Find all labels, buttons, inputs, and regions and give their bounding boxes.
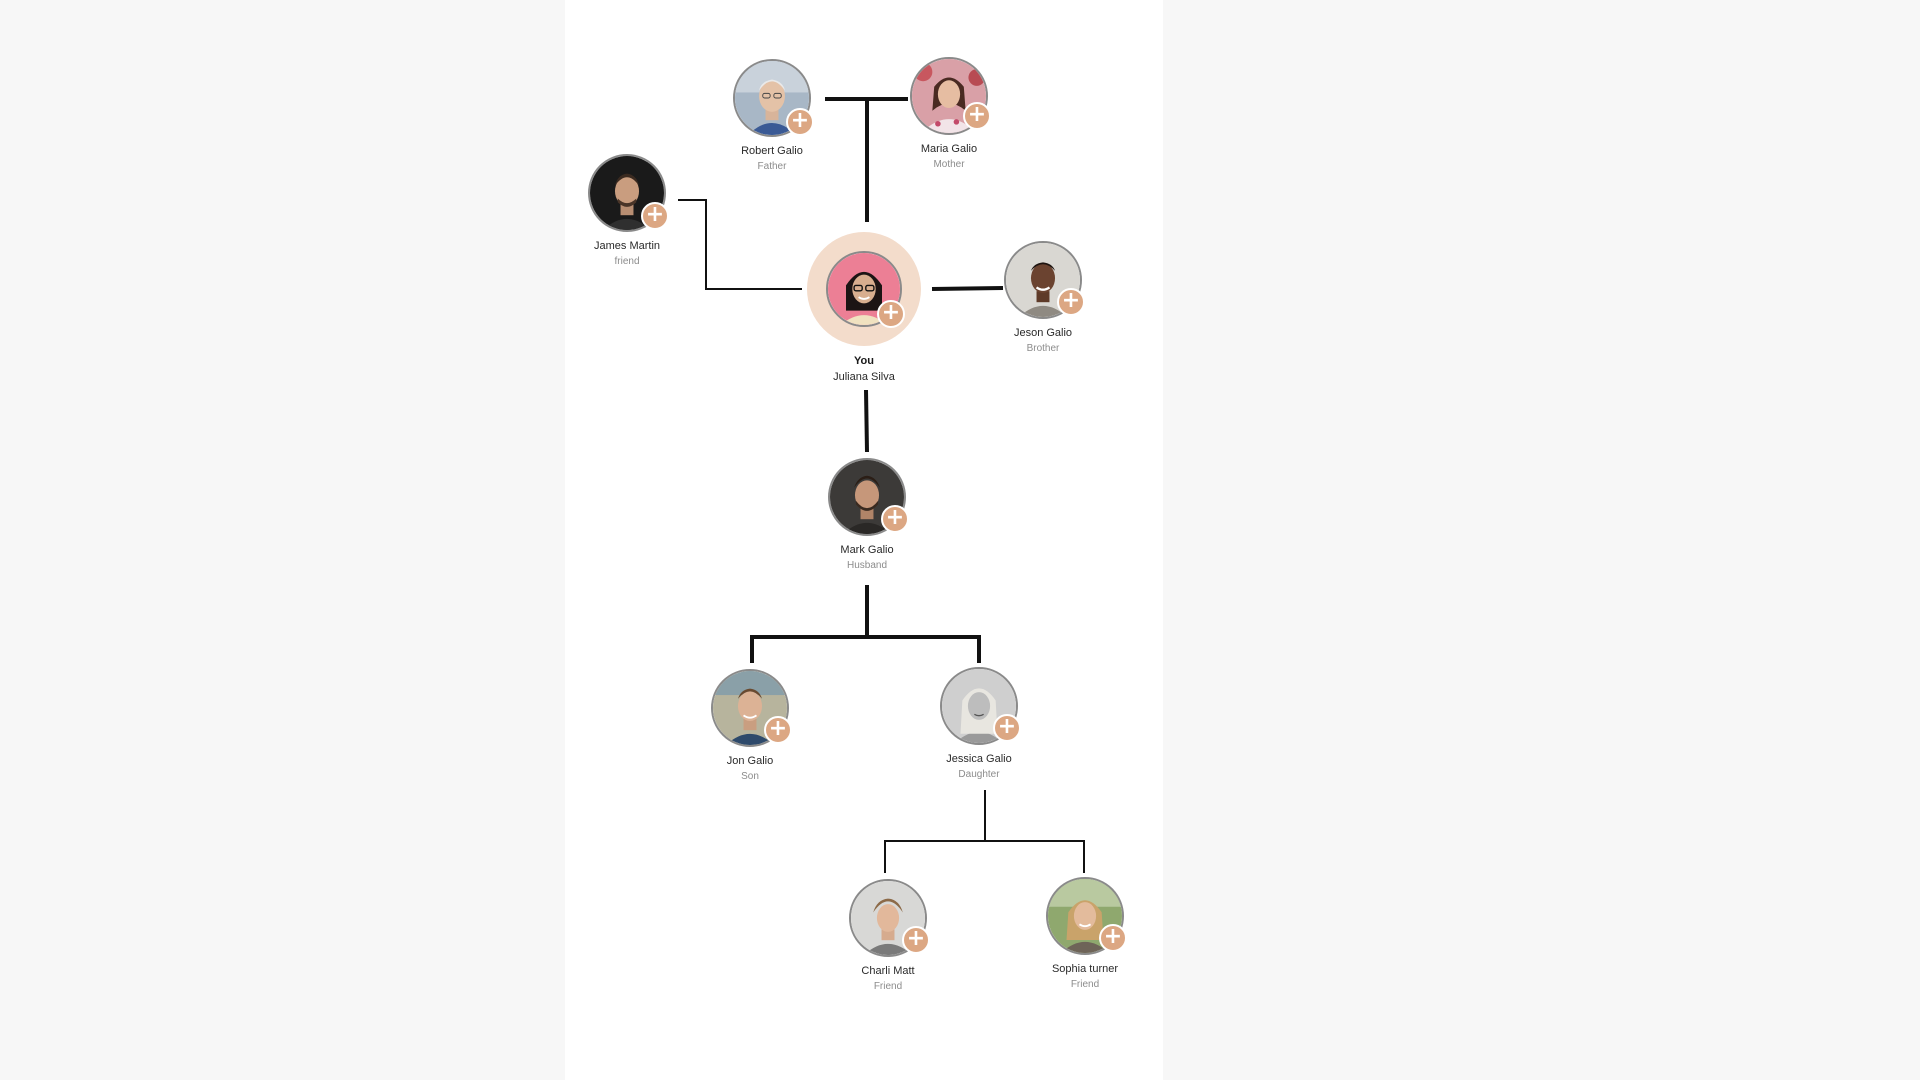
person-relation: Husband [846, 560, 888, 571]
plus-icon: + [881, 300, 901, 325]
add-relative-button[interactable]: + [1099, 924, 1127, 952]
add-relative-button[interactable]: + [881, 505, 909, 533]
add-relative-button[interactable]: + [902, 926, 930, 954]
person-relation: Brother [1026, 343, 1060, 354]
person-card-mark[interactable]: + Mark Galio Husband [777, 457, 957, 572]
add-relative-button[interactable]: + [877, 300, 905, 328]
person-card-robert[interactable]: + Robert Galio Father [682, 58, 862, 173]
person-name: Jessica Galio [946, 753, 1012, 765]
person-name: Maria Galio [920, 143, 978, 155]
person-name: Robert Galio [741, 145, 803, 157]
plus-icon: + [768, 716, 788, 741]
avatar-robert [733, 59, 811, 137]
add-relative-button[interactable]: + [993, 714, 1021, 742]
person-relation: friend [614, 256, 640, 267]
plus-icon: + [1103, 924, 1123, 949]
avatar-charli [849, 879, 927, 957]
person-card-sophia[interactable]: + Sophia turner Friend [995, 876, 1175, 991]
person-card-you[interactable]: + You Juliana Silva [774, 232, 954, 384]
add-relative-button[interactable]: + [786, 108, 814, 136]
avatar-image [942, 669, 1016, 743]
person-card-jon[interactable]: + Jon Galio Son [660, 668, 840, 783]
plus-icon: + [790, 108, 810, 133]
person-name: James Martin [593, 240, 661, 252]
person-relation: Daughter [958, 769, 1000, 780]
person-relation: Father [757, 161, 787, 172]
add-relative-button[interactable]: + [764, 716, 792, 744]
person-card-maria[interactable]: + Maria Galio Mother [859, 56, 1039, 171]
add-relative-button[interactable]: + [1057, 288, 1085, 316]
person-name: Jeson Galio [1013, 327, 1073, 339]
add-relative-button[interactable]: + [641, 202, 669, 230]
person-card-charli[interactable]: + Charli Matt Friend [798, 878, 978, 993]
person-relation: Son [741, 771, 759, 782]
add-relative-button[interactable]: + [963, 102, 991, 130]
avatar-jon [711, 669, 789, 747]
plus-icon: + [645, 202, 665, 227]
person-relation: Mother [933, 159, 965, 170]
person-relation: Friend [873, 981, 903, 992]
person-name: Sophia turner [1051, 963, 1119, 975]
plus-icon: + [967, 102, 987, 127]
person-name: Juliana Silva [833, 371, 895, 383]
current-user-label: You [854, 355, 874, 367]
person-name: Mark Galio [840, 544, 894, 556]
person-relation: Friend [1070, 979, 1100, 990]
plus-icon: + [885, 505, 905, 530]
person-name: Charli Matt [861, 965, 915, 977]
avatar-jessica [940, 667, 1018, 745]
plus-icon: + [906, 926, 926, 951]
person-card-james[interactable]: + James Martin friend [537, 153, 717, 268]
avatar-image [828, 253, 900, 325]
person-name: Jon Galio [726, 755, 774, 767]
person-card-jessica[interactable]: + Jessica Galio Daughter [889, 666, 1069, 781]
plus-icon: + [997, 714, 1017, 739]
person-card-jeson[interactable]: + Jeson Galio Brother [953, 240, 1133, 355]
plus-icon: + [1061, 288, 1081, 313]
